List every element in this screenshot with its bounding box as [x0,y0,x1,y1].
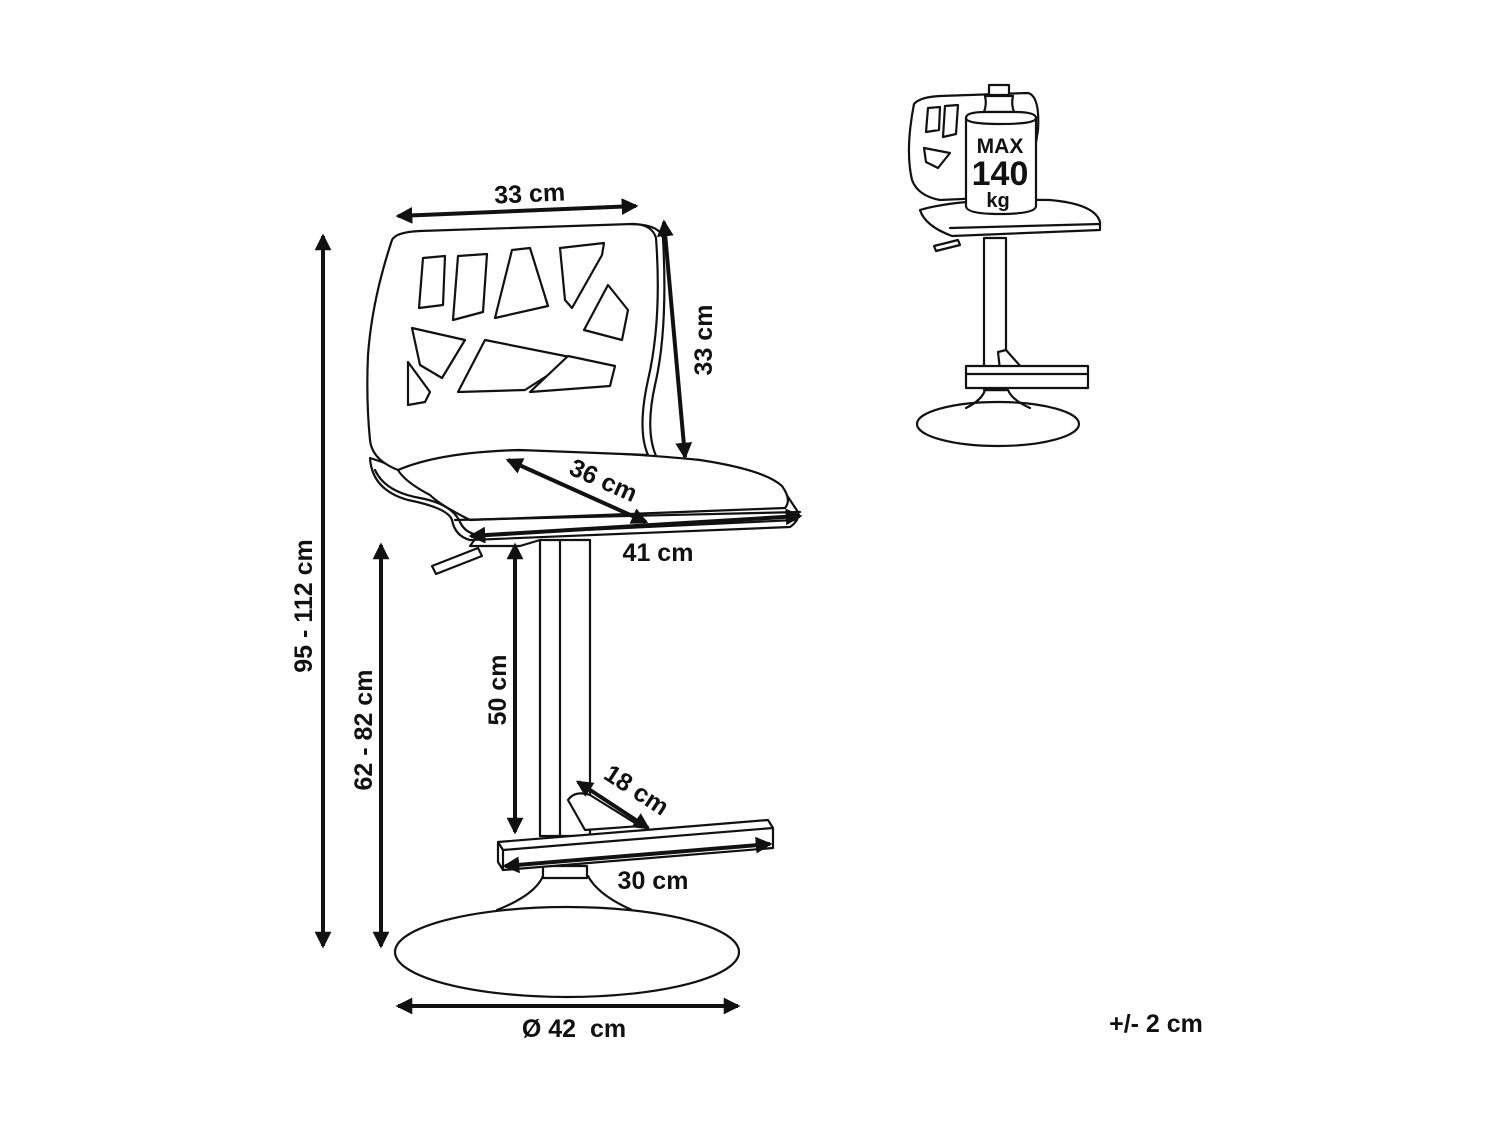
label-footrest-width: 30 cm [618,867,689,895]
label-seat-height: 62 - 82 cm [350,670,378,791]
dimension-arrows [314,198,803,1015]
load-value: 140 [972,155,1029,193]
max-weight-icon [964,83,1038,216]
main-stool-drawing [366,222,802,999]
tolerance-note: +/- 2 cm [1109,1010,1203,1038]
load-label-max: MAX [977,135,1024,158]
label-base-diameter: Ø 42 cm [522,1015,626,1043]
label-overall-height: 95 - 112 cm [290,539,318,672]
label-column-height: 50 cm [484,655,512,726]
arrow-footrest-depth [575,780,651,830]
load-capacity-drawing: MAX 140 kg [907,83,1102,448]
label-seat-width: 41 cm [623,539,694,567]
stool-lever [430,546,484,576]
stool-backrest [366,222,666,472]
arrow-backrest-height [656,219,693,460]
arrow-seat-width [468,508,803,544]
load-unit: kg [986,190,1009,212]
stool-column [538,538,592,838]
arrow-backrest-width [395,198,639,224]
arrow-footrest-width [502,836,773,874]
label-backrest-height: 33 cm [690,305,718,376]
label-backrest-width: 33 cm [494,178,566,209]
